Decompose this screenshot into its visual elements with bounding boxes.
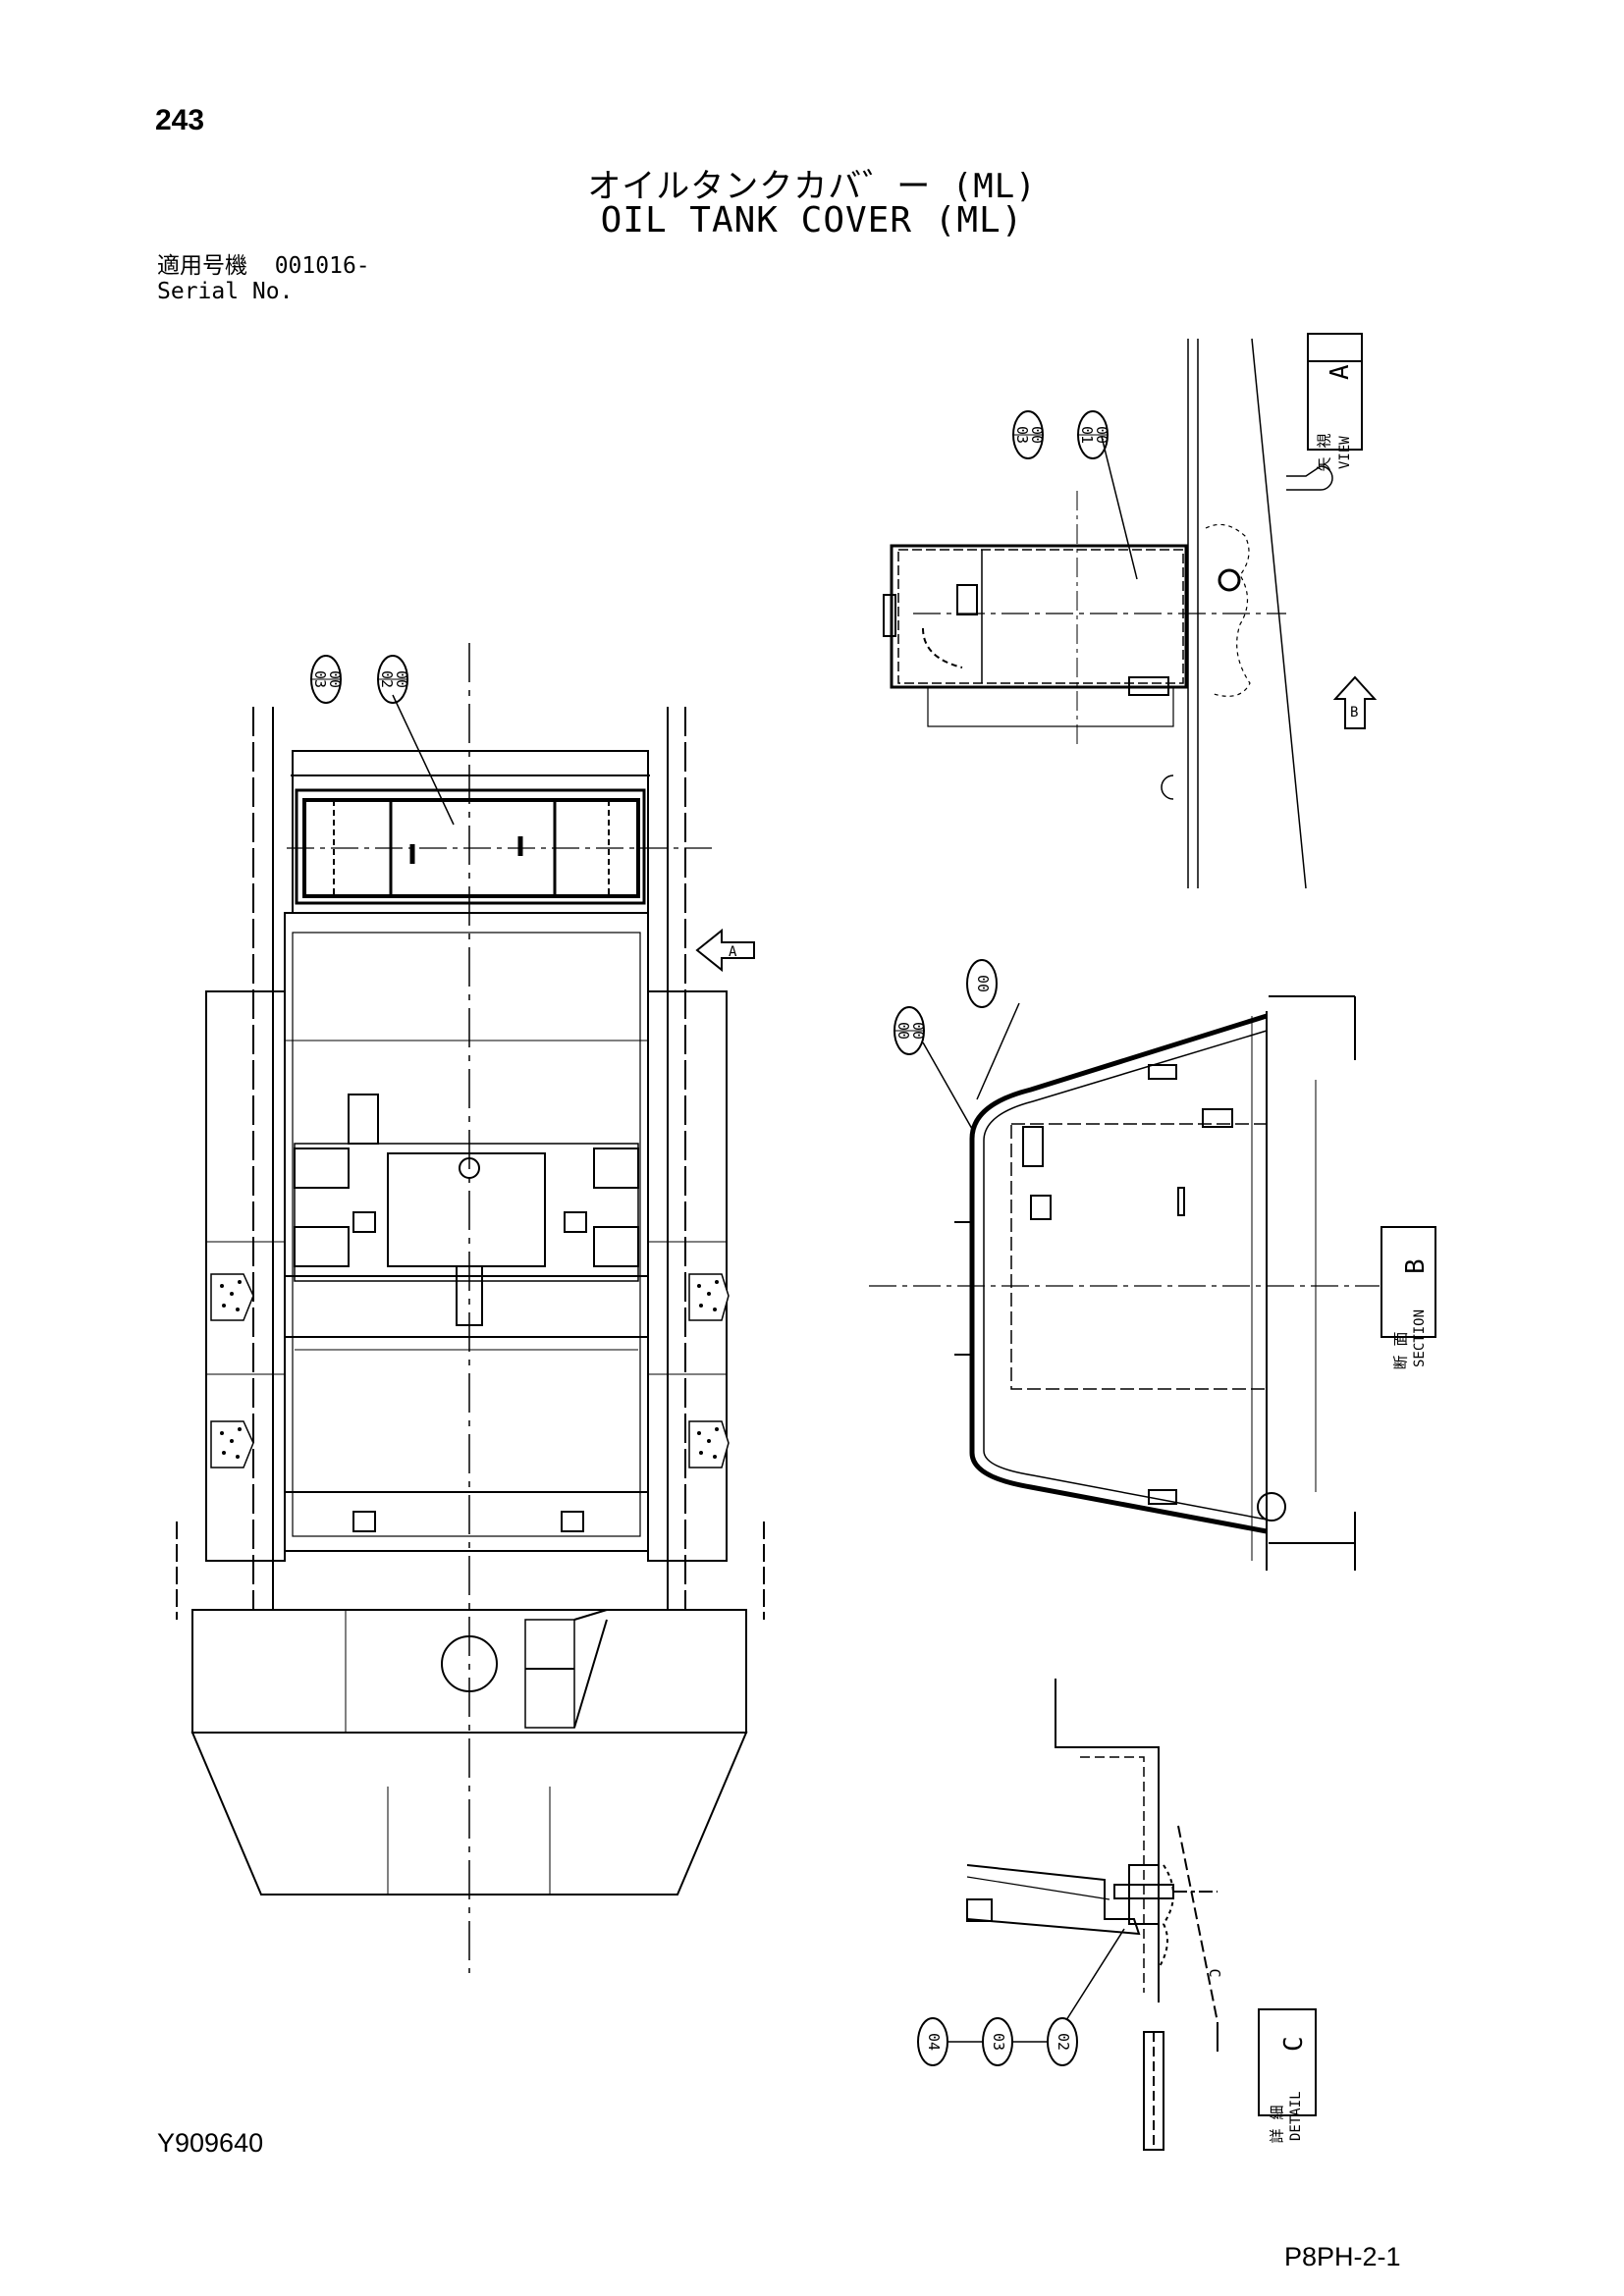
detail-c-drawing	[966, 1679, 1218, 2151]
serial-label-en: Serial No.	[157, 279, 294, 304]
view-label-box-a	[1307, 333, 1363, 451]
page-number: 243	[155, 104, 205, 136]
callout-group-view-a	[1012, 410, 1109, 459]
serial-block: 適用号機 001016- Serial No.	[157, 253, 370, 304]
detail-c-jp: 詳 細	[1268, 2105, 1286, 2144]
callout-view-a-2: 00 01	[1078, 425, 1110, 445]
serial-label-jp: 適用号機	[157, 253, 247, 279]
serial-value: 001016-	[274, 253, 370, 279]
page-code: P8PH-2-1	[1284, 2242, 1401, 2271]
section-b-en: SECTION	[1412, 1308, 1428, 1367]
title-english: OIL TANK COVER (ML)	[600, 200, 1024, 240]
view-a-drawing: B	[883, 338, 1378, 889]
view-label-box-c	[1258, 2008, 1317, 2116]
callout-plan-1: 00 03	[311, 669, 344, 689]
view-a-letter: A	[1326, 364, 1355, 380]
callout-view-a-1: 00 03	[1013, 425, 1046, 445]
document-code: Y909640	[157, 2128, 264, 2158]
arrow-b-label: B	[1350, 705, 1358, 721]
callout-detail-1: 04	[925, 2032, 943, 2052]
view-label-box-b	[1380, 1226, 1436, 1338]
callout-detail-3: 02	[1055, 2032, 1072, 2052]
callout-detail-mark: C	[1206, 1968, 1223, 1978]
detail-c-letter: C	[1279, 2036, 1309, 2052]
view-a-en: VIEW	[1337, 436, 1353, 469]
callout-group-detail	[917, 2017, 1078, 2066]
callout-detail-2: 03	[990, 2032, 1007, 2052]
callout-group-section	[893, 959, 998, 1055]
view-arrow-b: B	[1332, 675, 1378, 729]
plan-view: A	[176, 643, 765, 1973]
callout-section-1: 00 00	[894, 1021, 927, 1041]
detail-c-en: DETAIL	[1288, 2091, 1304, 2141]
callout-plan-2: 00 02	[378, 669, 410, 689]
section-b-drawing	[869, 995, 1380, 1571]
view-arrow-a: A	[695, 928, 755, 973]
section-b-jp: 断 面	[1391, 1331, 1410, 1370]
view-a-jp: 矢 視	[1315, 433, 1333, 472]
callout-group-plan	[310, 655, 408, 704]
section-b-letter: B	[1401, 1258, 1431, 1274]
arrow-a-label: A	[729, 944, 737, 960]
callout-section-2: 00	[974, 974, 992, 993]
title-japanese: オイルタンクカバ゛ー (ML)	[587, 167, 1037, 206]
